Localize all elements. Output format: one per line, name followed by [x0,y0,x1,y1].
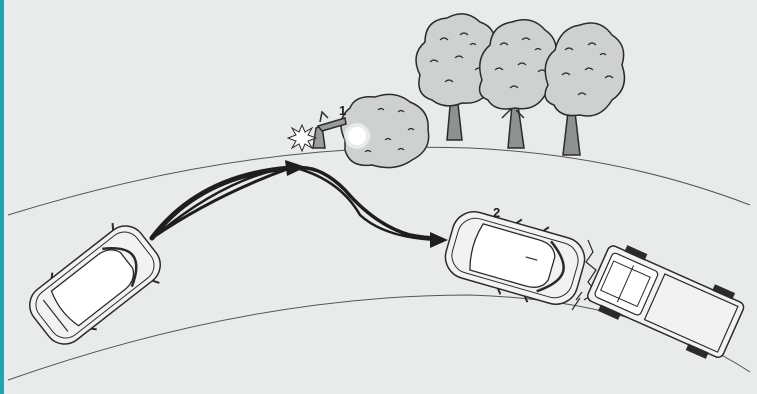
tree-2 [478,19,558,149]
car-impact [444,211,586,305]
bush [340,93,430,169]
broken-post [312,110,347,149]
trajectory-curve-2 [150,166,292,240]
car-start [29,222,161,345]
pickup-truck [587,245,745,359]
road-edge-top [7,146,751,216]
impact-label-1: 1 [339,103,346,118]
trajectory-curve-1 [149,165,293,241]
trajectory-return-1 [294,165,440,240]
starburst-icon [286,123,318,153]
glow-icon [344,123,370,149]
arrowhead-top [285,160,306,176]
impact-label-2: 2 [493,205,500,220]
trajectory [149,164,440,242]
trajectory-return-2 [294,166,440,242]
trajectory-curve-3 [158,164,298,234]
arrowhead-right [430,232,448,248]
tree-3 [544,22,626,156]
accent-bar [0,0,4,394]
